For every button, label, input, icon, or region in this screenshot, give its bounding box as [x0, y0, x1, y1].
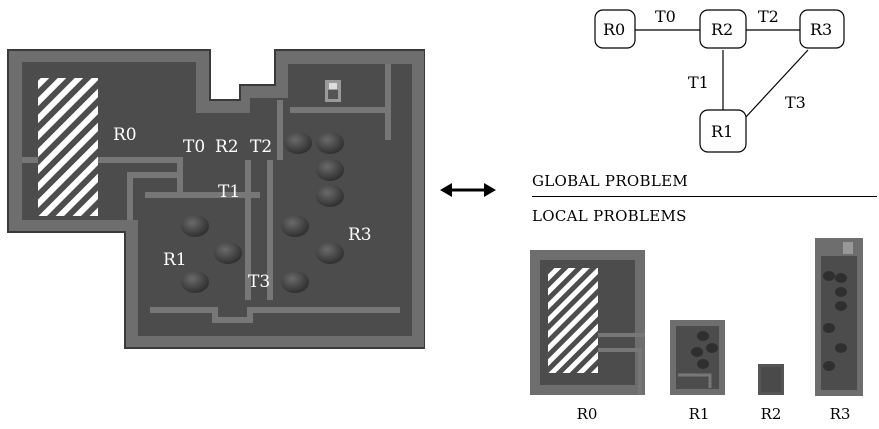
graph-node-r1: R1 — [699, 109, 747, 153]
graph-edge-t2: T2 — [758, 7, 779, 26]
double-arrow-icon — [440, 183, 496, 197]
thumbnail-r0 — [530, 250, 645, 395]
svg-text:R1: R1 — [711, 122, 733, 141]
svg-text:R2: R2 — [711, 20, 733, 39]
thumbnail-label-r1: R1 — [688, 405, 710, 423]
thumbnail-r3 — [815, 238, 863, 396]
map-label-r3: R3 — [348, 225, 372, 245]
thumbnail-label-r0: R0 — [576, 405, 598, 423]
graph-edge-t1: T1 — [688, 73, 709, 92]
thumbnail-r1 — [670, 320, 725, 395]
thumbnail-r2 — [758, 364, 784, 395]
svg-text:R3: R3 — [810, 20, 832, 39]
svg-text:R0: R0 — [603, 20, 625, 39]
inner-walls — [22, 64, 400, 323]
map-label-t0: T0 — [183, 137, 205, 157]
graph-edge-t0: T0 — [655, 7, 676, 26]
graph-edge-t3: T3 — [785, 93, 806, 112]
map-label-r0: R0 — [113, 125, 137, 145]
thumbnail-label-r3: R3 — [829, 405, 851, 423]
map-label-t1: T1 — [218, 182, 240, 202]
global-problem-heading: GLOBAL PROBLEM — [532, 172, 689, 190]
map-label-t2: T2 — [250, 137, 272, 157]
graph-node-r0: R0 — [594, 9, 636, 49]
map-label-r1: R1 — [163, 250, 187, 270]
game-map: R0 T0 R2 T2 T1 R3 R1 T3 — [7, 49, 425, 349]
map-label-t3: T3 — [248, 272, 270, 292]
player-sprite — [325, 80, 341, 102]
boulders — [181, 132, 344, 293]
graph-node-r3: R3 — [799, 9, 845, 49]
thumbnail-label-r2: R2 — [760, 405, 782, 423]
local-problems-heading: LOCAL PROBLEMS — [532, 207, 687, 225]
map-label-r2: R2 — [215, 137, 239, 157]
divider — [532, 196, 877, 197]
floor — [22, 62, 412, 336]
room-r0-storage — [38, 78, 98, 216]
graph-node-r2: R2 — [699, 9, 747, 49]
room-graph: R0 R2 R3 R1 T0 T2 T1 T3 — [594, 7, 845, 153]
